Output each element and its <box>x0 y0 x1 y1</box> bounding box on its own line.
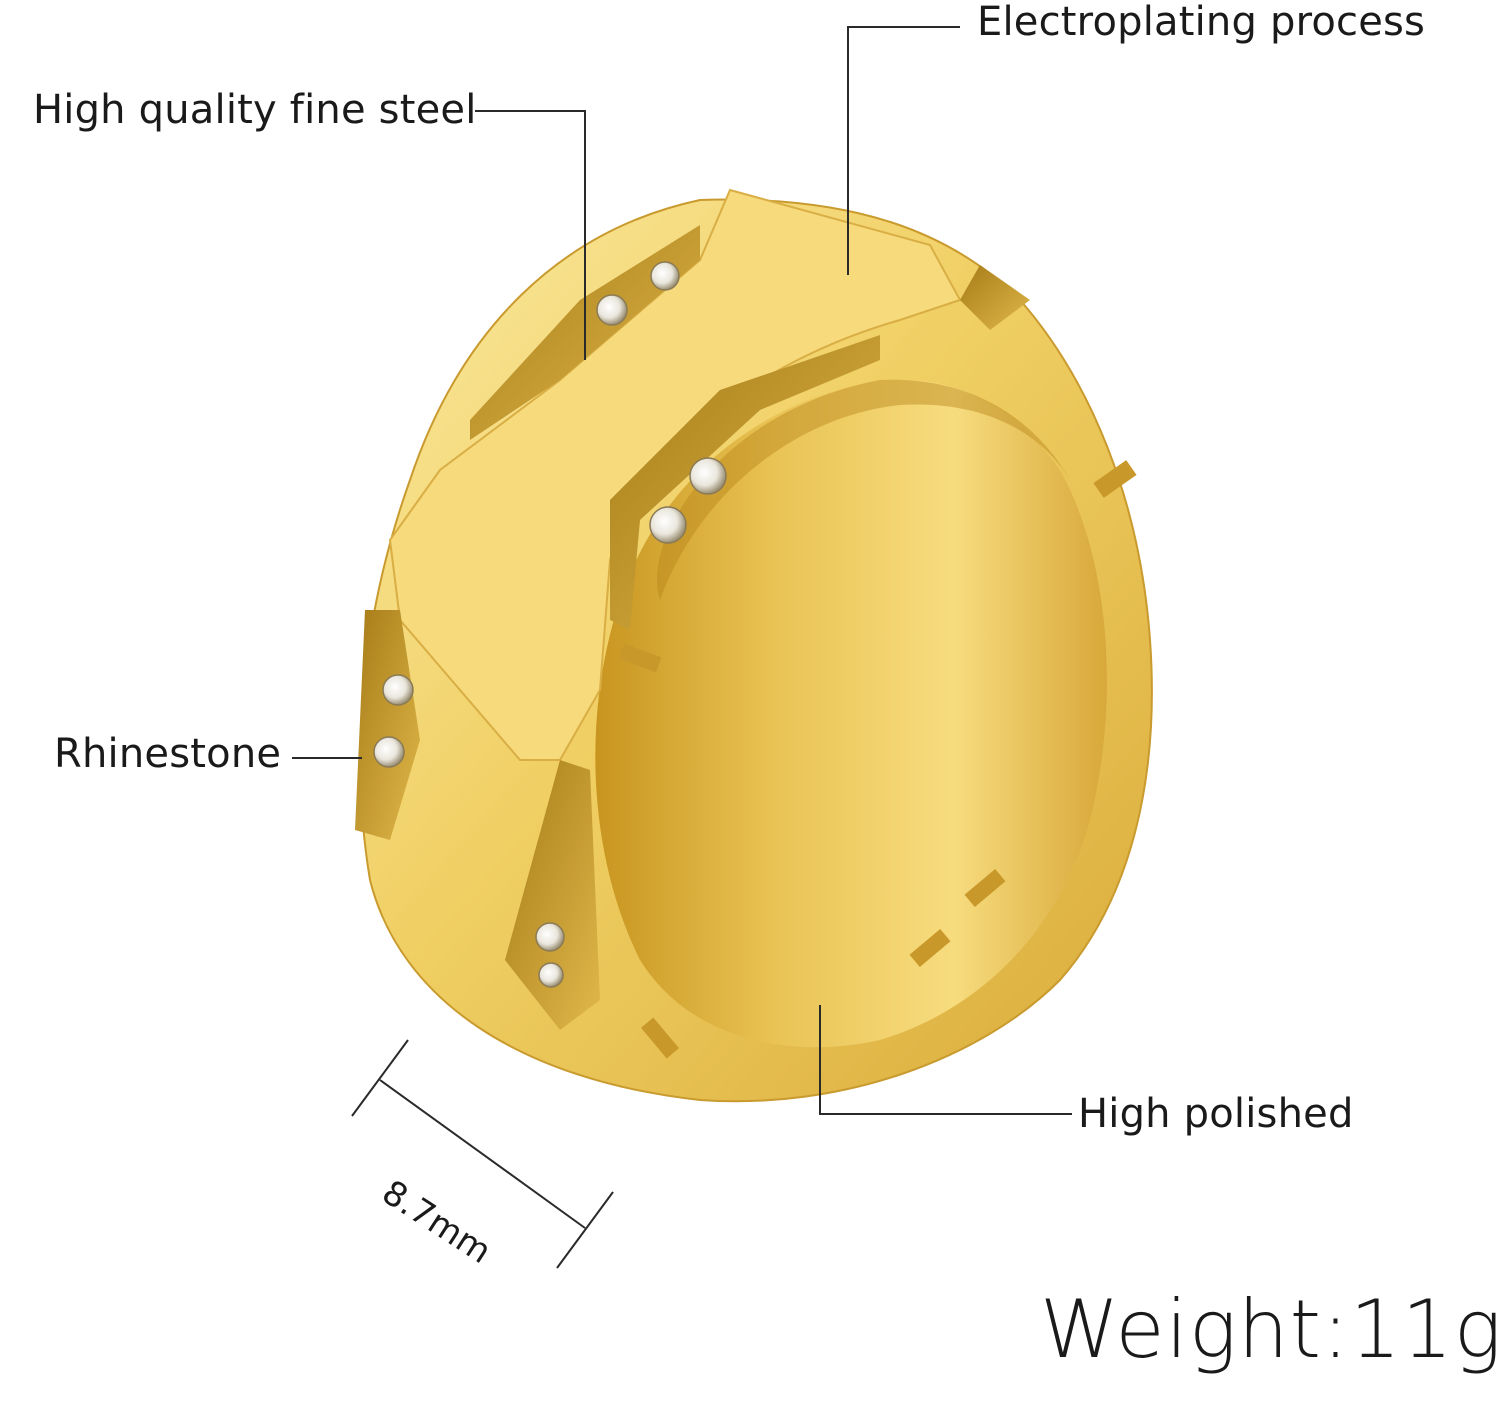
ring <box>355 188 1153 1103</box>
leader-line-electro <box>847 26 960 275</box>
rim-notch <box>1093 460 1137 498</box>
weight-label: Weight:11g <box>1040 1283 1500 1376</box>
rhinestone <box>373 736 405 768</box>
leader-line-steel <box>475 110 586 360</box>
ring-inner-surface <box>595 379 1107 1048</box>
rhinestone <box>689 457 727 495</box>
dimension-indicator <box>351 1039 614 1269</box>
callout-label-polished: High polished <box>1078 1091 1354 1137</box>
callout-label-electroplating: Electroplating process <box>977 0 1426 45</box>
rhinestone <box>535 922 565 952</box>
groove-left <box>355 610 420 840</box>
rhinestone <box>382 674 414 706</box>
rhinestone <box>538 962 564 988</box>
leader-line-polished <box>819 1005 1072 1115</box>
rim-notch <box>641 1017 679 1059</box>
rim-notch <box>618 643 662 673</box>
rhinestone <box>649 506 687 544</box>
groove-lower <box>505 760 600 1030</box>
rim-notch <box>964 869 1006 907</box>
callout-label-steel: High quality fine steel <box>33 87 477 133</box>
rhinestone <box>596 294 628 326</box>
rhinestone <box>650 261 680 291</box>
callout-lines <box>292 26 1072 1115</box>
groove-right-top <box>960 265 1030 330</box>
rim-notch <box>909 929 951 967</box>
ring-inner-shadow <box>656 379 1070 600</box>
callout-label-rhinestone: Rhinestone <box>54 731 282 777</box>
groove-center <box>610 335 880 630</box>
